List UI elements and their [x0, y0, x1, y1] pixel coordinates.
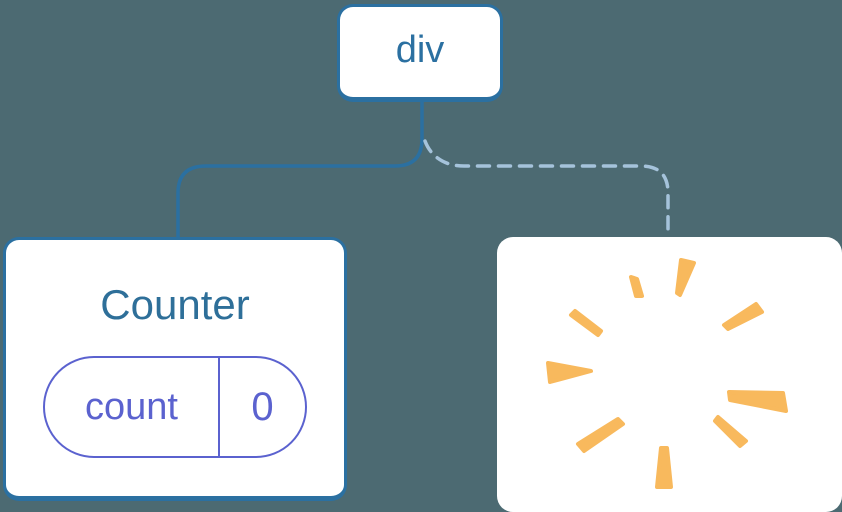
state-pill: count 0 — [43, 356, 307, 458]
root-node-label: div — [395, 29, 445, 71]
connector-solid-to-counter — [176, 101, 424, 238]
state-key: count — [45, 358, 220, 456]
counter-card: Counter count 0 — [3, 237, 347, 501]
state-value: 0 — [251, 384, 274, 429]
counter-title: Counter — [100, 281, 250, 328]
poof-card — [497, 237, 842, 512]
poof-starburst-icon — [546, 258, 788, 489]
poof-rays — [546, 258, 788, 489]
root-node-div: div — [337, 4, 503, 102]
connector-dashed-to-poof — [423, 139, 670, 239]
